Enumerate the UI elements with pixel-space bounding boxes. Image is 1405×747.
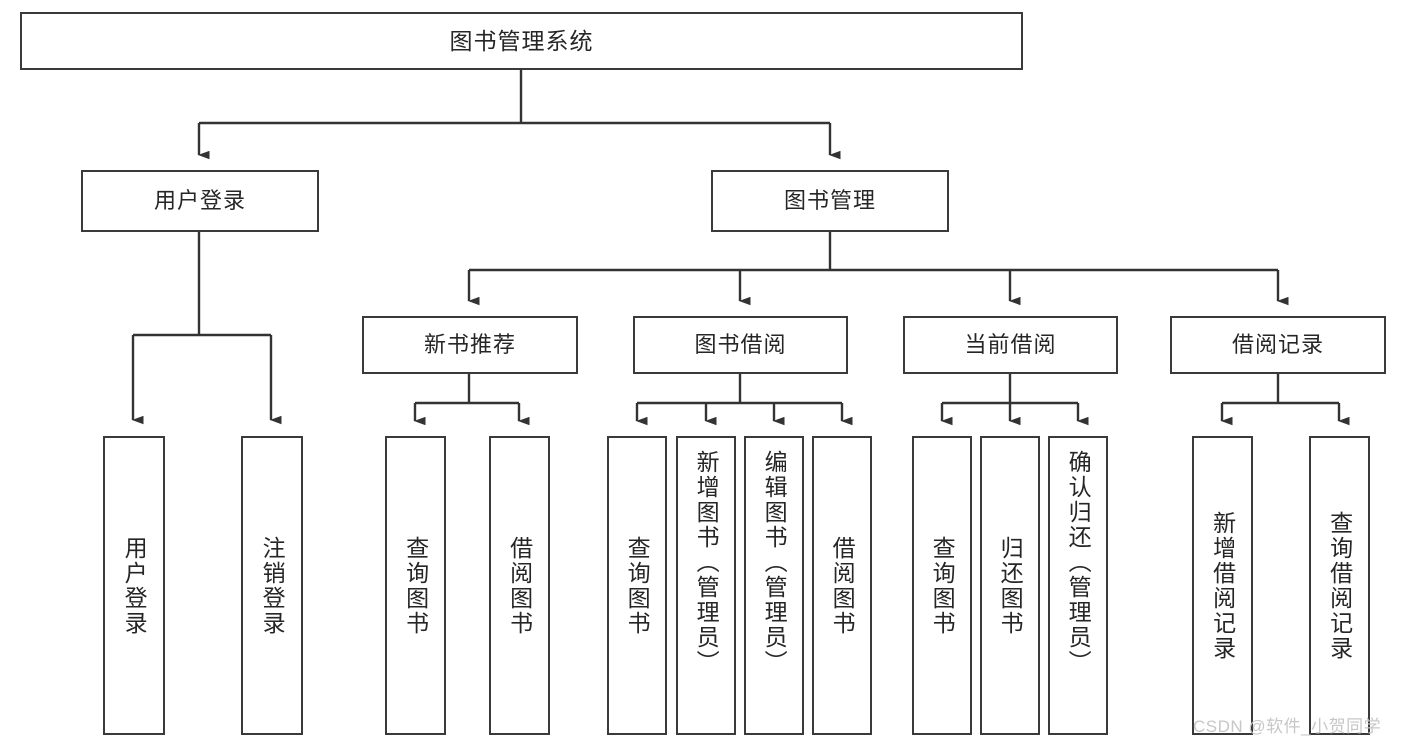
leaf-book-borrow-borrow-book[interactable]: 借阅图书 <box>812 436 872 735</box>
node-new-book-recommend-label: 新书推荐 <box>423 332 516 358</box>
leaf-current-borrow-return-book[interactable]: 归还图书 <box>980 436 1040 735</box>
node-root-book-management-system[interactable]: 图书管理系统 <box>20 12 1023 70</box>
leaf-label: 查询图书 <box>929 535 956 636</box>
leaf-borrow-record-add-record[interactable]: 新增借阅记录 <box>1192 436 1253 735</box>
node-borrow-record-label: 借阅记录 <box>1231 332 1324 358</box>
leaf-new-book-borrow-book[interactable]: 借阅图书 <box>489 436 550 735</box>
node-book-borrow[interactable]: 图书借阅 <box>633 316 848 374</box>
leaf-book-borrow-add-book-admin[interactable]: 新增图书（管理员） <box>676 436 736 735</box>
leaf-borrow-record-query-record[interactable]: 查询借阅记录 <box>1309 436 1370 735</box>
node-user-login[interactable]: 用户登录 <box>81 170 319 232</box>
leaf-label: 确认归还（管理员） <box>1065 450 1092 675</box>
leaf-label: 归还图书 <box>997 535 1024 636</box>
csdn-watermark: CSDN @软件_小贺同学 <box>1193 717 1382 736</box>
node-root-label: 图书管理系统 <box>449 27 594 54</box>
node-user-login-label: 用户登录 <box>153 188 246 214</box>
node-book-borrow-label: 图书借阅 <box>694 332 787 358</box>
leaf-new-book-query-book[interactable]: 查询图书 <box>385 436 446 735</box>
leaf-book-borrow-query-book[interactable]: 查询图书 <box>607 436 667 735</box>
node-current-borrow[interactable]: 当前借阅 <box>903 316 1118 374</box>
leaf-label: 注销登录 <box>259 535 286 636</box>
node-current-borrow-label: 当前借阅 <box>964 332 1057 358</box>
node-book-management[interactable]: 图书管理 <box>711 170 949 232</box>
leaf-label: 借阅图书 <box>506 535 533 636</box>
leaf-label: 借阅图书 <box>829 535 856 636</box>
leaf-label: 新增图书（管理员） <box>693 450 720 675</box>
leaf-label: 查询图书 <box>402 535 429 636</box>
leaf-label: 编辑图书（管理员） <box>761 450 788 675</box>
leaf-current-borrow-confirm-return-admin[interactable]: 确认归还（管理员） <box>1048 436 1108 735</box>
node-borrow-record[interactable]: 借阅记录 <box>1170 316 1386 374</box>
leaf-label: 查询图书 <box>624 535 651 636</box>
leaf-label: 查询借阅记录 <box>1326 510 1353 661</box>
leaf-user-login-logout[interactable]: 注销登录 <box>241 436 303 735</box>
node-new-book-recommend[interactable]: 新书推荐 <box>362 316 578 374</box>
leaf-user-login-login[interactable]: 用户登录 <box>103 436 165 735</box>
leaf-current-borrow-query-book[interactable]: 查询图书 <box>912 436 972 735</box>
leaf-label: 新增借阅记录 <box>1209 510 1236 661</box>
leaf-book-borrow-edit-book-admin[interactable]: 编辑图书（管理员） <box>744 436 804 735</box>
leaf-label: 用户登录 <box>121 535 148 636</box>
node-book-management-label: 图书管理 <box>783 188 876 214</box>
